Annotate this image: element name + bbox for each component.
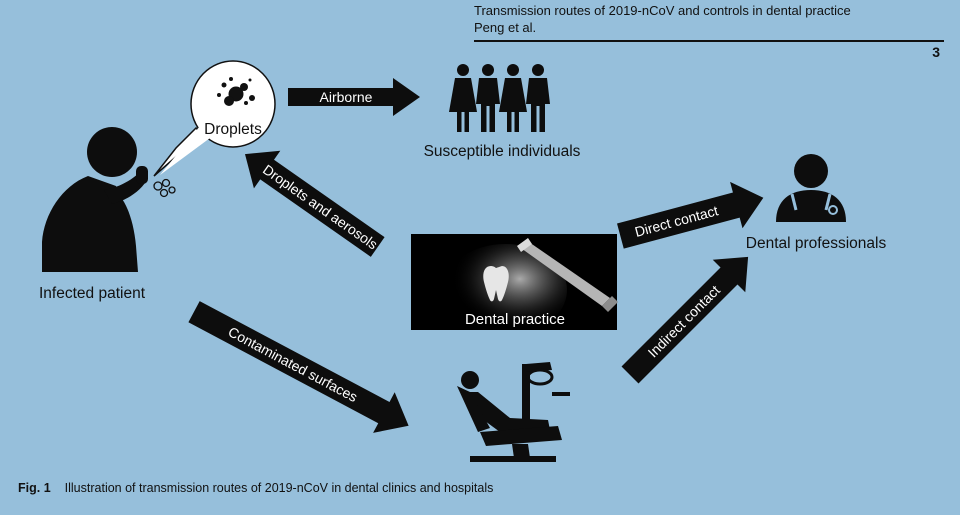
page-number: 3 <box>932 44 940 60</box>
header-rule <box>474 40 944 42</box>
dental-professional-icon <box>776 154 846 222</box>
airborne-label: Airborne <box>320 89 373 105</box>
tooth-icon <box>483 266 509 302</box>
droplets-label: Droplets <box>204 121 262 138</box>
droplets-bubble: Droplets <box>153 60 276 177</box>
susceptible-individuals-label: Susceptible individuals <box>424 143 581 160</box>
dental-chair-icon <box>457 362 570 462</box>
figure-label: Fig. 1 <box>18 481 51 495</box>
contaminated-surfaces-label: Contaminated surfaces <box>226 323 361 405</box>
indirect-contact-arrow: Indirect contact <box>621 256 749 384</box>
droplets-icon <box>217 77 255 106</box>
running-header: Transmission routes of 2019-nCoV and con… <box>474 2 944 60</box>
figure-caption-text: Illustration of transmission routes of 2… <box>64 481 494 495</box>
contaminated-surfaces-arrow: Contaminated surfaces <box>188 301 409 433</box>
infected-patient-label: Infected patient <box>39 285 146 302</box>
infected-patient-icon <box>42 127 176 272</box>
running-title: Transmission routes of 2019-nCoV and con… <box>474 3 851 18</box>
running-authors: Peng et al. <box>474 20 537 35</box>
figure-caption: Fig. 1 Illustration of transmission route… <box>18 481 493 495</box>
susceptible-individuals-icon <box>449 64 550 132</box>
droplets-aerosols-label: Droplets and aerosols <box>260 161 381 252</box>
dental-handpiece-icon <box>517 238 618 312</box>
airborne-arrow: Airborne <box>288 78 420 116</box>
dental-professionals-label: Dental professionals <box>746 235 887 252</box>
droplets-aerosols-arrow: Droplets and aerosols <box>244 150 385 257</box>
dental-practice-label: Dental practice <box>465 311 565 328</box>
indirect-contact-label: Indirect contact <box>645 282 724 361</box>
dental-practice-panel: Dental practice <box>411 234 618 336</box>
